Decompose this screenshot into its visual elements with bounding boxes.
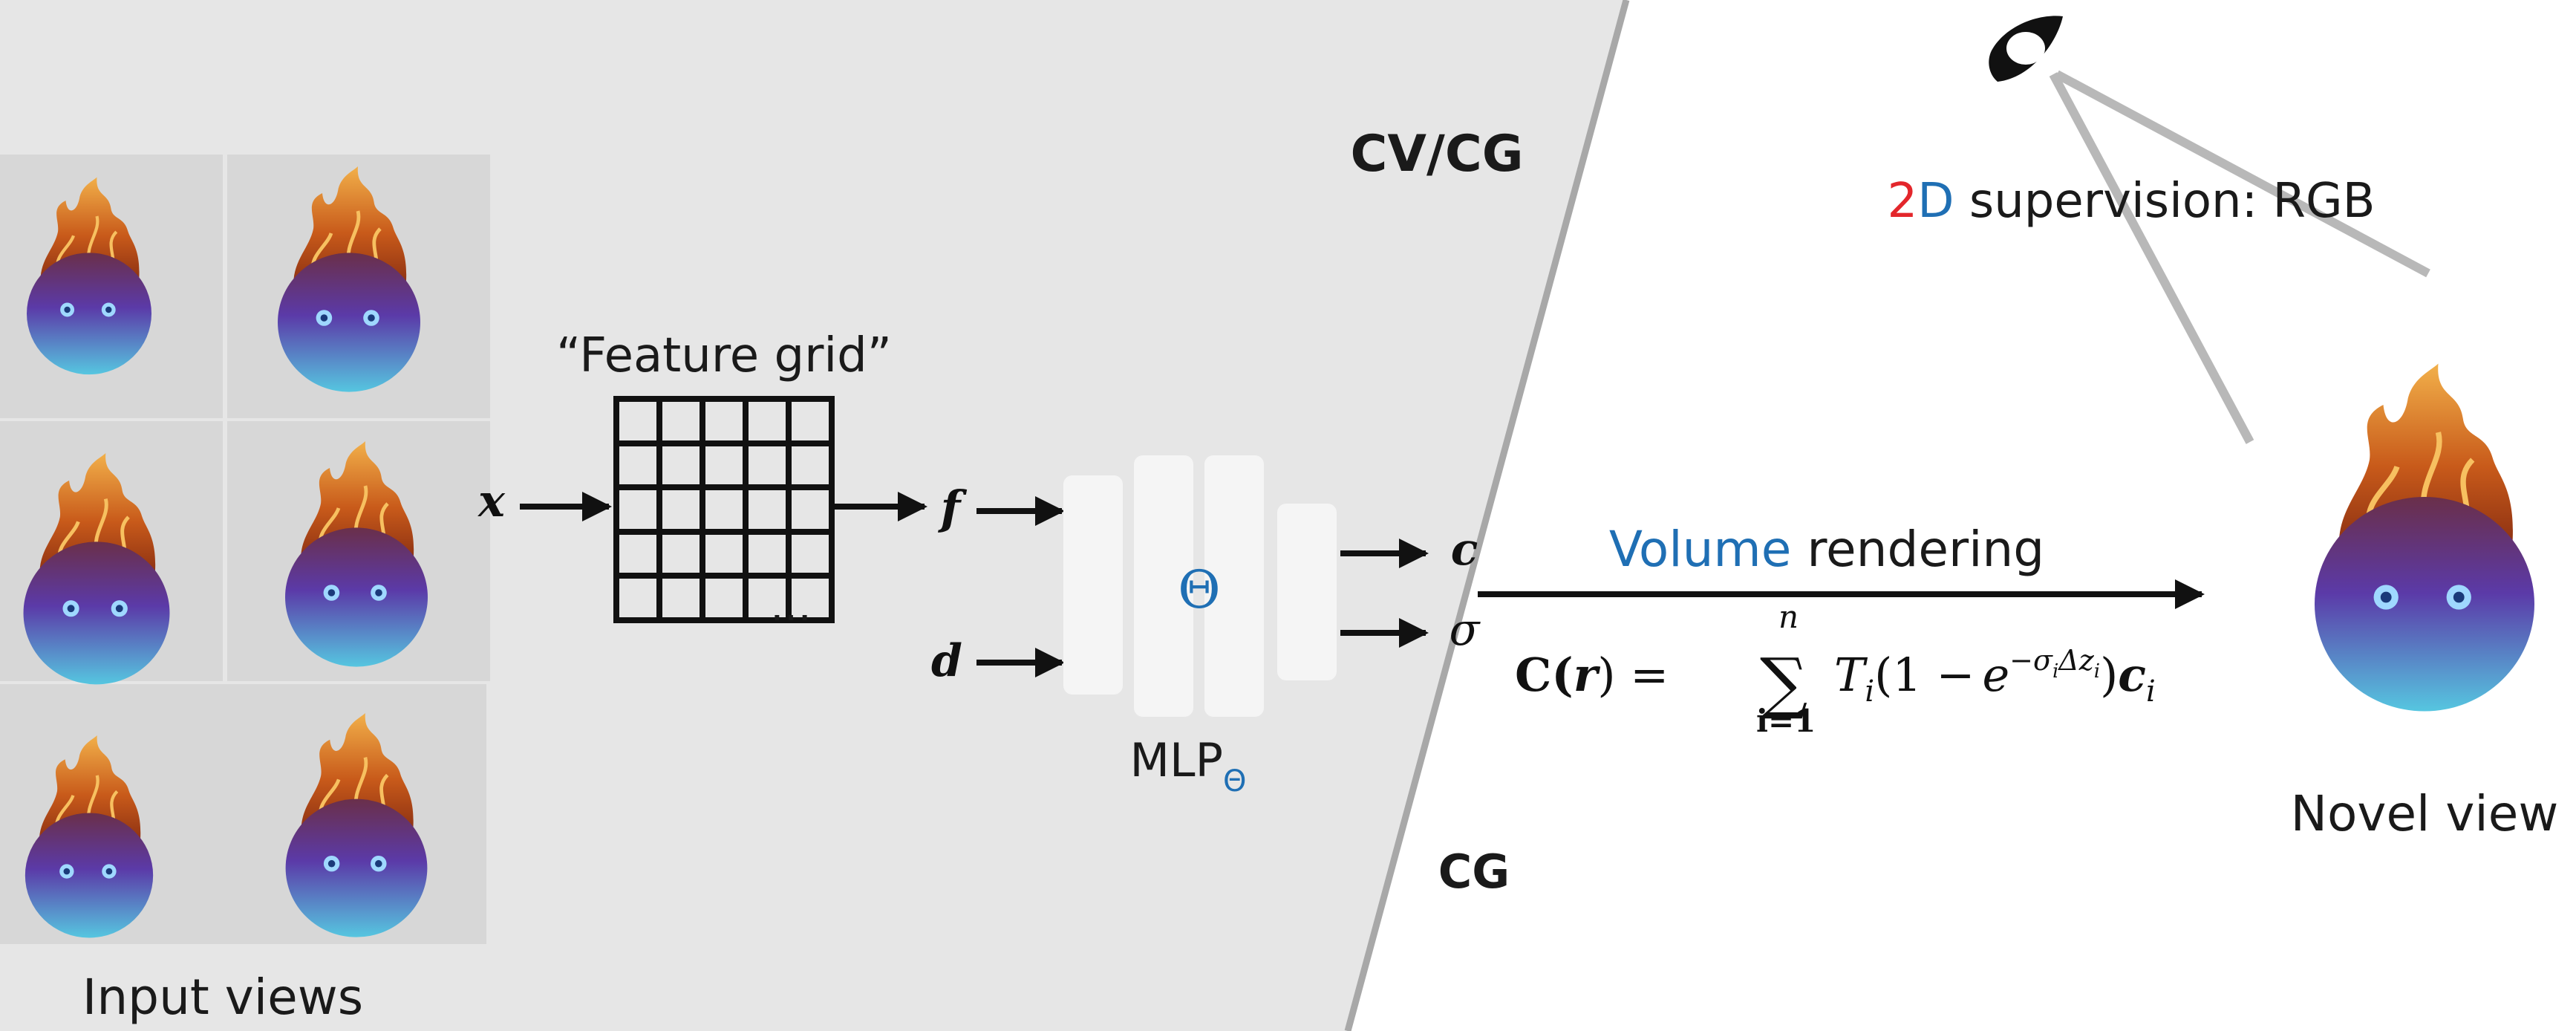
- mlp-network: [1063, 455, 1337, 717]
- output-sigma: σ: [1450, 604, 1481, 656]
- domain-divider: [1344, 0, 1630, 1031]
- cv-cg-label: CV/CG: [1350, 125, 1523, 183]
- input-views-label: Input views: [82, 969, 363, 1026]
- svg-text:C(r) =: C(r) =: [1515, 648, 1669, 702]
- eye-icon: [1989, 16, 2063, 82]
- supervision-ray-left: [2049, 72, 2254, 444]
- cg-label: CG: [1438, 845, 1510, 899]
- svg-text:i=1: i=1: [1756, 703, 1816, 739]
- novel-view-label: Novel view: [2291, 785, 2559, 842]
- feature-grid-ellipsis: …: [770, 582, 812, 631]
- novel-view-character: [2315, 364, 2534, 712]
- svg-text:Ti(1 −e−σiΔzi)ci: Ti(1 −e−σiΔzi)ci: [1834, 644, 2156, 709]
- mlp-label: MLPΘ: [1130, 733, 1247, 799]
- feature-grid-label: “Feature grid”: [556, 328, 892, 383]
- svg-text:n: n: [1778, 599, 1799, 635]
- svg-text:∑: ∑: [1760, 644, 1807, 722]
- input-views-grid: [0, 155, 490, 944]
- input-d: d: [931, 635, 962, 687]
- mlp-theta: Θ: [1178, 559, 1220, 620]
- output-c: c: [1451, 524, 1478, 576]
- volume-rendering-label: Volume rendering: [1609, 521, 2044, 578]
- supervision-ray-right: [2055, 70, 2430, 278]
- feature-grid: [613, 396, 835, 623]
- rendering-equation: C(r) = ∑ n i=1 Ti(1 −e−σiΔzi)ci: [1515, 599, 2156, 739]
- supervision-label: 2D supervision: RGB: [1888, 174, 2376, 229]
- input-x: x: [477, 475, 506, 527]
